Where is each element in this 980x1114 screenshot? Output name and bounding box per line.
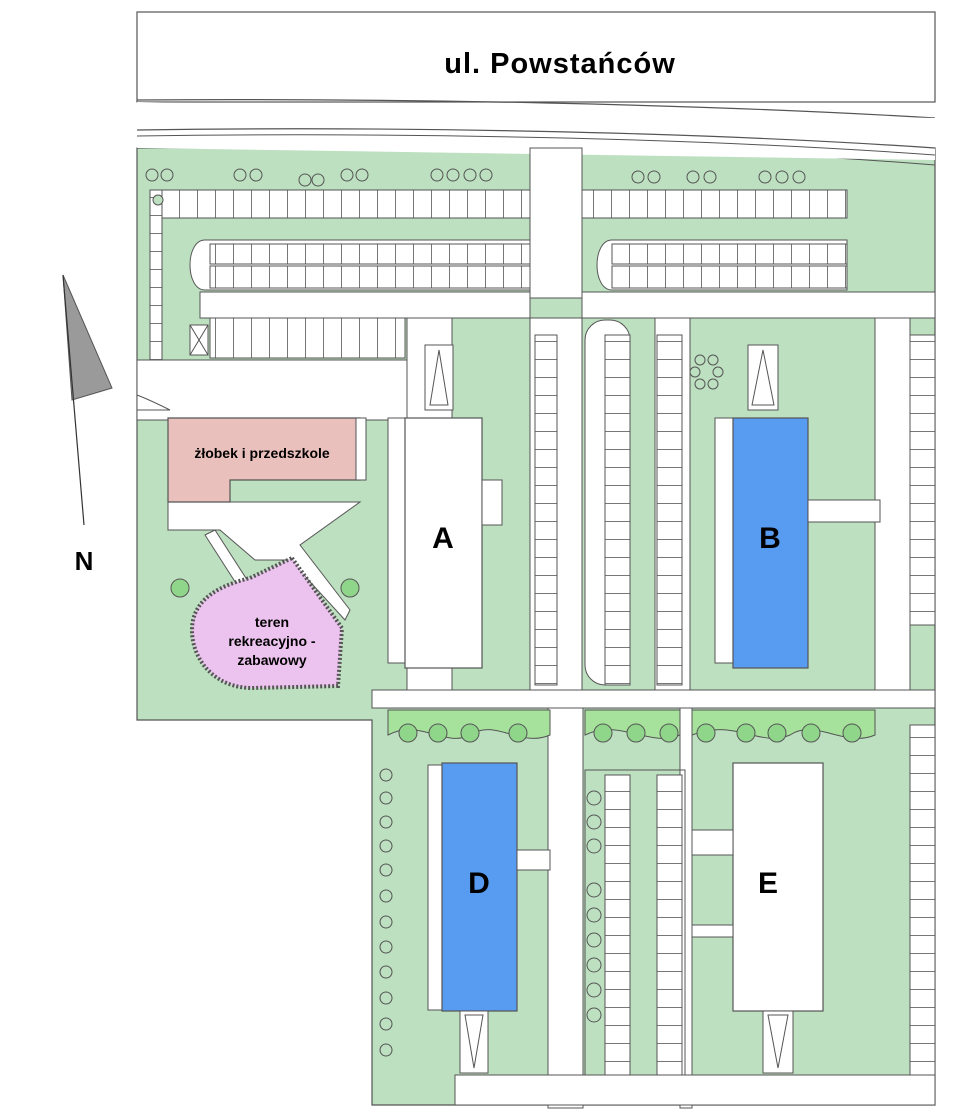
south-trees [398, 723, 862, 743]
street-trees [145, 168, 806, 390]
north-arrow-icon [62, 274, 113, 526]
north-label: N [75, 546, 94, 576]
building-a-label: A [432, 522, 454, 555]
street-area [136, 11, 936, 166]
building-b-label: B [759, 522, 781, 555]
building-d-label: D [468, 867, 490, 900]
playground-area: teren rekreacyjno - zabawowy [189, 555, 345, 691]
parking-north-east [581, 189, 936, 319]
parking-strips [534, 319, 936, 1076]
west-tree-column [379, 768, 602, 1057]
playground-label-line2: rekreacyjno - [228, 633, 315, 649]
playground-label-line1: teren [255, 614, 289, 630]
building-d: D [427, 762, 551, 1074]
kindergarten-building: żłobek i przedszkole [167, 417, 367, 503]
parking-north-west [149, 189, 531, 361]
kindergarten-label: żłobek i przedszkole [194, 445, 330, 461]
playground-trees [170, 578, 360, 598]
street-name: ul. Powstańców [444, 48, 676, 80]
building-b: B [714, 344, 881, 669]
building-e: E [691, 762, 824, 1074]
playground-label-line3: zabawowy [237, 652, 306, 668]
building-a: A [387, 344, 503, 669]
building-e-label: E [758, 867, 778, 900]
